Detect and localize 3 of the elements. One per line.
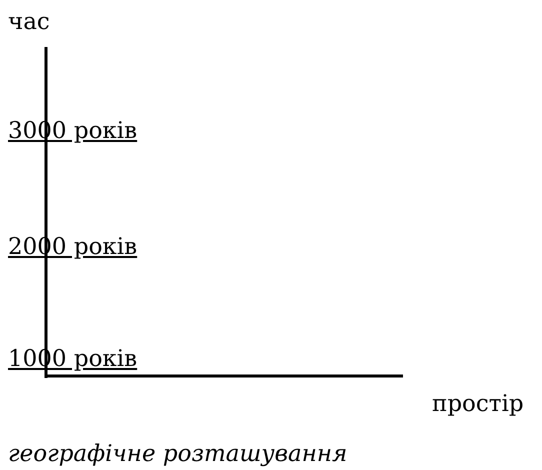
axis-caption: географічне розташування <box>8 440 348 468</box>
axis-label: простір <box>432 390 524 418</box>
axis-label: час <box>8 8 50 36</box>
